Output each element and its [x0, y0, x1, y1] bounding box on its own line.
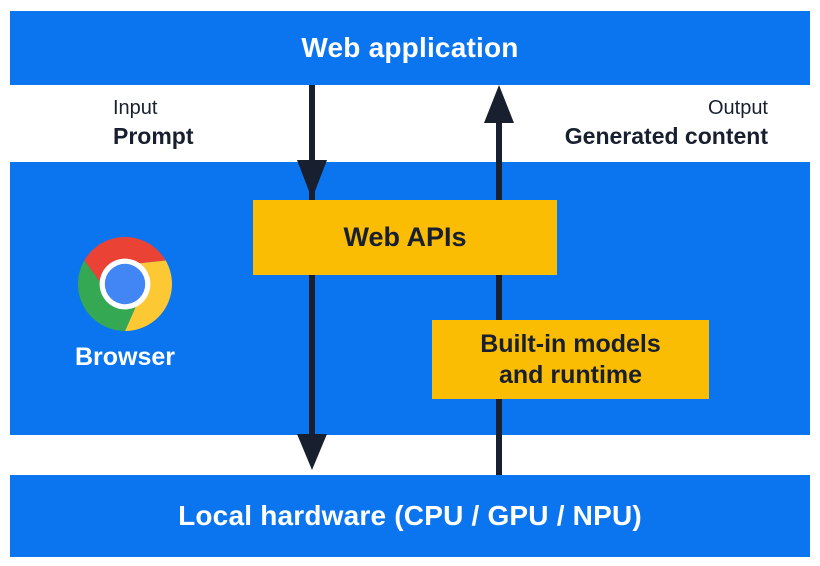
web-apis-label: Web APIs [343, 222, 467, 252]
chrome-logo-yellow-segment [125, 260, 172, 331]
input-value: Prompt [113, 123, 194, 149]
chrome-logo-green-segment [78, 260, 137, 331]
local-hardware-label: Local hardware (CPU / GPU / NPU) [178, 500, 642, 531]
built-in-models-label-line1: Built-in models [480, 329, 661, 358]
web-application-label: Web application [301, 32, 519, 63]
web-application-bar: Web application [10, 11, 810, 85]
output-value: Generated content [564, 123, 768, 149]
chrome-logo-red-segment [84, 237, 166, 284]
local-hardware-bar: Local hardware (CPU / GPU / NPU) [10, 475, 810, 557]
browser-group: Browser [66, 237, 184, 372]
built-in-models-label-line2: and runtime [498, 360, 643, 389]
chrome-logo-icon [78, 237, 172, 331]
generated-content-arrow-line [496, 108, 502, 475]
output-title: Output [707, 97, 768, 119]
output-label-group: Output Generated content [565, 95, 768, 151]
web-apis-box: Web APIs [253, 200, 557, 275]
input-label-group: Input Prompt [113, 95, 194, 151]
browser-label: Browser [74, 343, 176, 371]
prompt-arrowhead-to-web-apis [297, 160, 327, 199]
prompt-arrowhead-to-hardware [297, 434, 327, 470]
chrome-logo-blue-center [104, 263, 146, 305]
built-in-models-box: Built-in models and runtime [432, 320, 709, 399]
generated-content-arrowhead-icon [484, 85, 514, 123]
input-title: Input [113, 97, 158, 119]
